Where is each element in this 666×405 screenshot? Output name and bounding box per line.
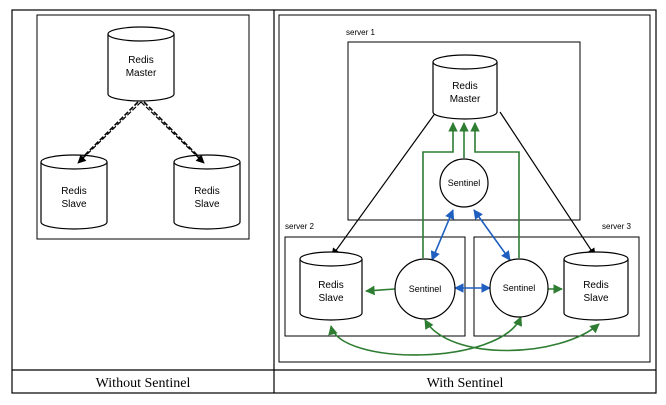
server1-sentinel-label: Sentinel — [448, 178, 481, 188]
caption-with-sentinel: With Sentinel — [427, 376, 504, 391]
master-label-line2: Master — [126, 68, 157, 79]
server1-master-line1: Redis — [452, 81, 478, 92]
redis-slave-node-left: Redis Slave — [40, 154, 108, 230]
replication-arrow-left — [77, 101, 142, 164]
redis-slave-node-server2: Redis Slave — [299, 251, 363, 321]
without-sentinel-panel: Redis Master Redis Slave Redis Slave — [36, 14, 250, 240]
server2-slave-line1: Redis — [318, 280, 344, 291]
server1-label: server 1 — [346, 28, 375, 37]
master-label-line1: Redis — [128, 55, 154, 66]
server2-sentinel-label: Sentinel — [409, 284, 442, 294]
caption-without-sentinel: Without Sentinel — [96, 376, 191, 391]
server2-slave-line2: Slave — [318, 293, 343, 304]
replication-arrow-right — [140, 101, 205, 164]
redis-slave-node-server3: Redis Slave — [563, 251, 629, 321]
with-sentinel-frame — [278, 14, 651, 363]
server1-master-line2: Master — [450, 94, 481, 105]
without-sentinel-frame — [36, 14, 250, 240]
sentinel-node-server2: Sentinel — [394, 258, 456, 320]
slave-right-label-line1: Redis — [194, 186, 220, 197]
server3-sentinel-label: Sentinel — [503, 283, 536, 293]
slave-left-label-line1: Redis — [61, 186, 87, 197]
server1-box: server 1 — [346, 28, 581, 221]
slave-left-label-line2: Slave — [61, 199, 86, 210]
redis-master-node-server1: Redis Master — [432, 54, 498, 120]
sentinel-node-server1: Sentinel — [439, 158, 489, 208]
server3-label: server 3 — [602, 222, 631, 231]
with-sentinel-panel: server 1 server 2 server 3 — [278, 14, 651, 363]
sentinel-monitor-links — [328, 122, 600, 356]
sentinel-peer-links — [430, 209, 511, 293]
server3-slave-line1: Redis — [583, 280, 609, 291]
redis-slave-node-right: Redis Slave — [173, 154, 241, 230]
redis-master-node: Redis Master — [107, 26, 175, 102]
master-replication-links — [331, 111, 596, 257]
server2-label: server 2 — [285, 222, 314, 231]
comparison-table — [11, 9, 657, 394]
sentinel-node-server3: Sentinel — [489, 258, 549, 318]
slave-right-label-line2: Slave — [194, 199, 219, 210]
server3-slave-line2: Slave — [583, 293, 608, 304]
